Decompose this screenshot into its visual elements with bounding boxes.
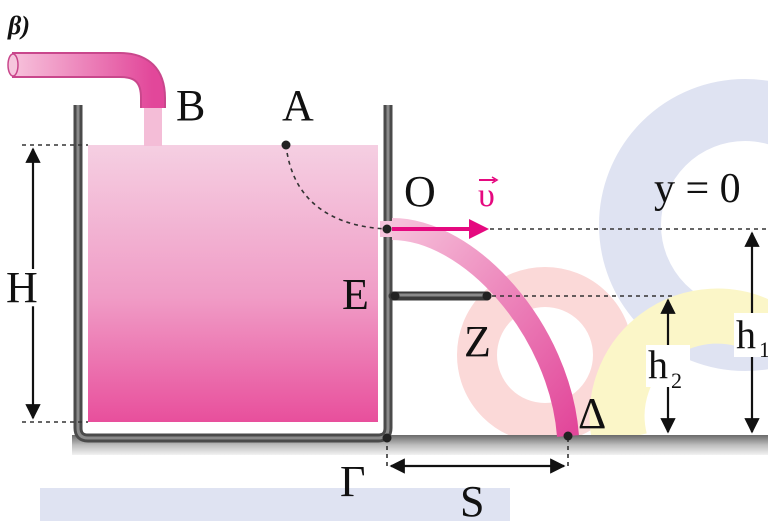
point-E — [390, 291, 400, 301]
label-velocity: υ — [478, 176, 499, 214]
label-S: S — [460, 477, 484, 521]
point-O — [382, 224, 392, 234]
label-H: H — [6, 263, 38, 312]
label-h2: h 2 — [646, 342, 690, 393]
point-A — [281, 140, 291, 150]
tank-liquid — [88, 145, 378, 422]
label-E: E — [342, 270, 369, 319]
part-label: β) — [7, 11, 30, 40]
point-Gamma — [382, 433, 392, 443]
svg-text:h: h — [648, 342, 668, 387]
label-B: B — [176, 81, 205, 130]
label-A: A — [282, 81, 314, 130]
inlet-pipe — [7, 52, 166, 146]
label-Delta: Δ — [578, 389, 606, 438]
svg-text:1: 1 — [759, 337, 768, 362]
point-Delta — [563, 431, 573, 441]
label-y-zero: y = 0 — [654, 166, 741, 212]
label-O: O — [404, 167, 436, 216]
label-Gamma: Γ — [340, 457, 365, 506]
water-jet — [391, 218, 579, 437]
points — [281, 140, 573, 443]
svg-text:υ: υ — [478, 177, 495, 214]
point-Z — [482, 291, 492, 301]
svg-text:h: h — [736, 312, 756, 357]
guide-lines — [22, 144, 768, 470]
svg-text:2: 2 — [671, 368, 682, 393]
label-Z: Z — [464, 317, 491, 366]
label-h1: h 1 — [734, 312, 768, 362]
